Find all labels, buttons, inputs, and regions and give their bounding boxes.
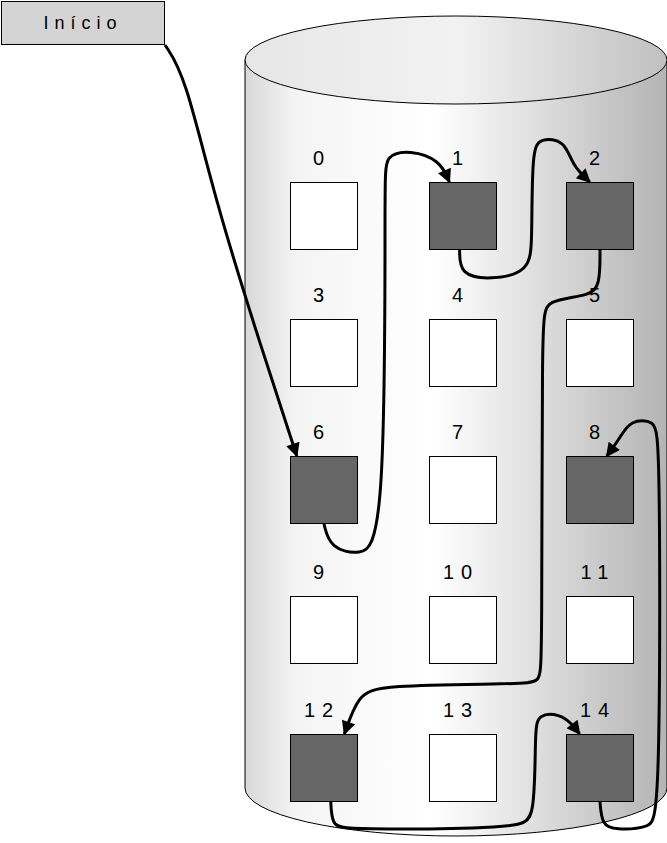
link-arrow: [460, 139, 590, 277]
link-arrow: [331, 715, 580, 829]
block-number: 4: [416, 284, 506, 307]
block-number: 9: [277, 561, 367, 584]
block-number: 13: [416, 699, 506, 722]
block-number: 3: [277, 284, 367, 307]
allocated-block: 2: [566, 182, 634, 250]
allocated-block: 8: [566, 456, 634, 524]
free-block: 10: [429, 596, 497, 664]
link-arrow: [324, 152, 449, 552]
block-number: 0: [277, 147, 367, 170]
free-block: 3: [290, 319, 358, 387]
block-number: 1: [416, 147, 506, 170]
block-number: 5: [553, 284, 643, 307]
block-number: 8: [553, 421, 643, 444]
block-number: 2: [553, 147, 643, 170]
allocated-block: 14: [566, 734, 634, 802]
pointer-label: Início: [2, 2, 164, 44]
link-arrow: [600, 421, 660, 829]
cylinder-body: [245, 60, 667, 836]
block-number: 10: [416, 561, 506, 584]
free-block: 9: [290, 596, 358, 664]
allocated-block: 12: [290, 734, 358, 802]
free-block: 11: [566, 596, 634, 664]
block-number: 7: [416, 421, 506, 444]
block-number: 14: [553, 699, 643, 722]
free-block: 13: [429, 734, 497, 802]
free-block: 7: [429, 456, 497, 524]
start-pointer-box: Início: [1, 1, 165, 45]
block-number: 12: [277, 699, 367, 722]
allocated-block: 6: [290, 456, 358, 524]
link-arrow: [344, 250, 600, 734]
cylinder-top: [245, 16, 667, 104]
link-arrow: [165, 45, 297, 456]
block-number: 11: [553, 561, 643, 584]
allocated-block: 1: [429, 182, 497, 250]
block-number: 6: [277, 421, 367, 444]
free-block: 0: [290, 182, 358, 250]
free-block: 4: [429, 319, 497, 387]
free-block: 5: [566, 319, 634, 387]
